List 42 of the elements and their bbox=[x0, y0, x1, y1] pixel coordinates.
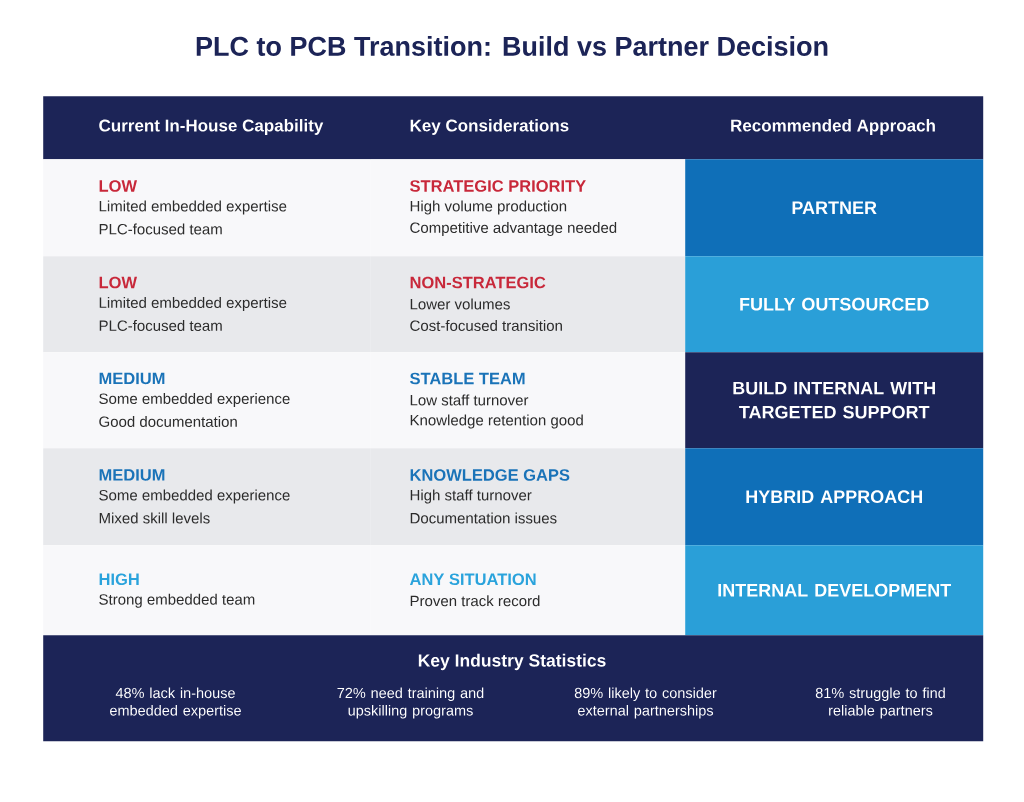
statistic-text: 81% struggle to find reliable partners bbox=[815, 687, 945, 719]
row-text: High volume production bbox=[410, 200, 567, 215]
column-header: Current In-House Capability bbox=[99, 119, 324, 135]
row-text: PLC-focused team bbox=[99, 320, 222, 331]
statistic-text: 48% lack in-house embedded expertise bbox=[110, 687, 241, 719]
row-heading: ANY SITUATION bbox=[409, 573, 536, 586]
approach-cell: PARTNER bbox=[685, 159, 984, 257]
row-text: High staff turnover bbox=[410, 489, 532, 504]
row-heading: LOW bbox=[99, 276, 137, 289]
row-heading: NON-STRATEGIC bbox=[410, 276, 546, 289]
row-heading: MEDIUM bbox=[99, 372, 165, 385]
row-heading: STRATEGIC PRIORITY bbox=[410, 180, 586, 192]
row-text: Mixed skill levels bbox=[99, 512, 210, 524]
row-text: Knowledge retention good bbox=[410, 414, 583, 429]
row-text: Documentation issues bbox=[410, 512, 557, 524]
row-text: Strong embedded team bbox=[99, 593, 255, 608]
row-text: PLC-focused team bbox=[99, 223, 222, 235]
row-text: Proven track record bbox=[410, 595, 540, 607]
row-text: Low staff turnover bbox=[410, 394, 529, 406]
column-header: Recommended Approach bbox=[731, 119, 935, 135]
approach-cell: FULLY OUTSOURCED bbox=[685, 256, 984, 353]
row-heading: STABLE TEAM bbox=[410, 372, 525, 385]
title: PLC to PCB Transition: Build vs Partner Decision bbox=[196, 36, 828, 56]
row-heading: HIGH bbox=[99, 573, 139, 586]
statistic-text: 89% likely to consider external partnerships bbox=[574, 687, 717, 719]
approach-cell: BUILD INTERNAL WITH TARGETED SUPPORT bbox=[685, 352, 984, 449]
approach-cell: HYBRID APPROACH bbox=[685, 448, 984, 546]
row-text: Lower volumes bbox=[410, 298, 510, 310]
approach-cell: INTERNAL DEVELOPMENT bbox=[685, 545, 984, 636]
row-text: Some embedded experience bbox=[99, 393, 290, 407]
row-text: Limited embedded expertise bbox=[99, 297, 287, 311]
statistic-text: 72% need training and upskilling programs bbox=[337, 687, 484, 719]
row-text: Good documentation bbox=[99, 416, 237, 427]
row-text: Competitive advantage needed bbox=[410, 222, 617, 236]
column-header: Key Considerations bbox=[410, 119, 569, 135]
row-text: Some embedded experience bbox=[99, 489, 290, 504]
row-text: Cost-focused transition bbox=[410, 320, 562, 331]
row-heading: LOW bbox=[99, 180, 137, 192]
row-heading: KNOWLEDGE GAPS bbox=[410, 469, 570, 481]
row-heading: MEDIUM bbox=[99, 469, 165, 481]
row-text: Limited embedded expertise bbox=[99, 200, 287, 215]
statistics-heading: Key Industry Statistics bbox=[418, 653, 606, 671]
